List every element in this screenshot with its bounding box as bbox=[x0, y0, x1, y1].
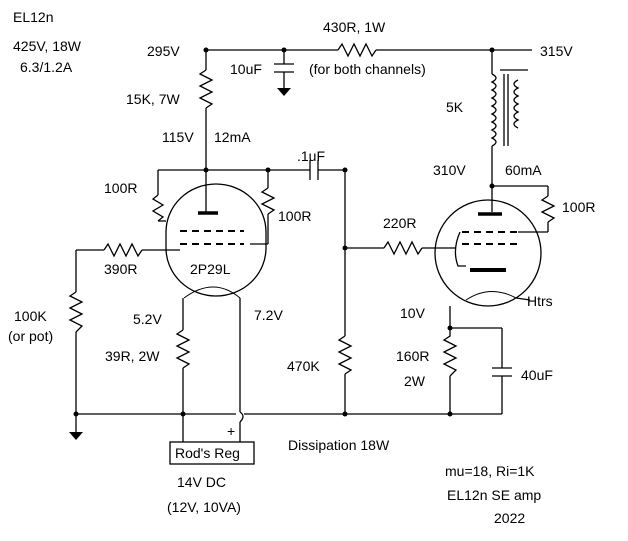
driver-plate-current: 12mA bbox=[214, 129, 251, 145]
output-grid-stopper-label: 220R bbox=[383, 215, 416, 231]
screen-resistor bbox=[492, 185, 556, 233]
driver-tube bbox=[165, 183, 267, 299]
tube-rating: 425V, 18W bbox=[13, 38, 82, 54]
driver-input-stopper bbox=[76, 242, 180, 258]
b-plus-rail bbox=[203, 42, 532, 58]
regulator-box bbox=[169, 441, 255, 465]
output-choke bbox=[489, 50, 528, 189]
output-tube bbox=[434, 186, 542, 307]
bypass-cap-label: 40uF bbox=[521, 367, 553, 383]
heater-voltage: 7.2V bbox=[254, 307, 283, 323]
choke-label: 5K bbox=[446, 99, 464, 115]
output-grid-stopper bbox=[345, 240, 450, 256]
output-plate-voltage: 310V bbox=[433, 162, 466, 178]
driver-plate-stopper-label: 100R bbox=[278, 208, 311, 224]
series-resistor-label: 430R, 1W bbox=[323, 19, 386, 35]
filter-capacitor bbox=[274, 50, 294, 96]
regulator-label: Rod's Reg bbox=[175, 445, 240, 461]
heaters-label: Htrs bbox=[527, 293, 553, 309]
driver-plate-stopper bbox=[250, 170, 276, 245]
plate-load-resistor bbox=[198, 50, 214, 210]
output-cathode-resistor-power: 2W bbox=[404, 373, 426, 389]
input-pot-note: (or pot) bbox=[8, 328, 53, 344]
input-stopper-label: 390R bbox=[104, 261, 137, 277]
output-cathode-resistor-label: 160R bbox=[396, 348, 429, 364]
driver-cathode-voltage: 5.2V bbox=[133, 311, 162, 327]
supply-voltage: 14V DC bbox=[177, 474, 226, 490]
plate-load-label: 15K, 7W bbox=[126, 91, 180, 107]
dissipation-label: Dissipation 18W bbox=[288, 437, 390, 453]
output-cathode-network bbox=[442, 306, 512, 415]
driver-plate-voltage: 115V bbox=[162, 129, 194, 145]
regulator-plus: + bbox=[227, 423, 235, 439]
filter-cap-label: 10uF bbox=[230, 61, 262, 77]
input-potentiometer bbox=[68, 250, 84, 440]
screen-resistor-label: 100R bbox=[562, 199, 595, 215]
footer-name: EL12n SE amp bbox=[447, 487, 541, 503]
heater-rating: 6.3/1.2A bbox=[20, 59, 73, 75]
v315-label: 315V bbox=[540, 43, 573, 59]
shared-note: (for both channels) bbox=[309, 61, 426, 77]
tube-title: EL12n bbox=[13, 9, 53, 25]
coupling-cap-label: .1uF bbox=[297, 148, 325, 164]
driver-cathode-resistor-label: 39R, 2W bbox=[105, 348, 160, 364]
driver-grid-stopper-label: 100R bbox=[104, 180, 137, 196]
ground-bus bbox=[76, 411, 453, 417]
heater-lead bbox=[239, 298, 244, 442]
v295-label: 295V bbox=[147, 43, 180, 59]
supply-note: (12V, 10VA) bbox=[167, 499, 241, 515]
footer-params: mu=18, Ri=1K bbox=[445, 463, 535, 479]
driver-cathode-resistor bbox=[175, 298, 191, 442]
output-plate-current: 60mA bbox=[505, 162, 542, 178]
footer-year: 2022 bbox=[494, 510, 525, 526]
grid-leak-resistor bbox=[337, 170, 353, 414]
driver-tube-label: 2P29L bbox=[190, 261, 231, 277]
grid-leak-label: 470K bbox=[287, 358, 320, 374]
output-cathode-voltage: 10V bbox=[400, 305, 426, 321]
input-pot-label: 100K bbox=[14, 308, 47, 324]
driver-plate-line bbox=[158, 160, 348, 180]
driver-grid-stopper bbox=[151, 170, 166, 222]
